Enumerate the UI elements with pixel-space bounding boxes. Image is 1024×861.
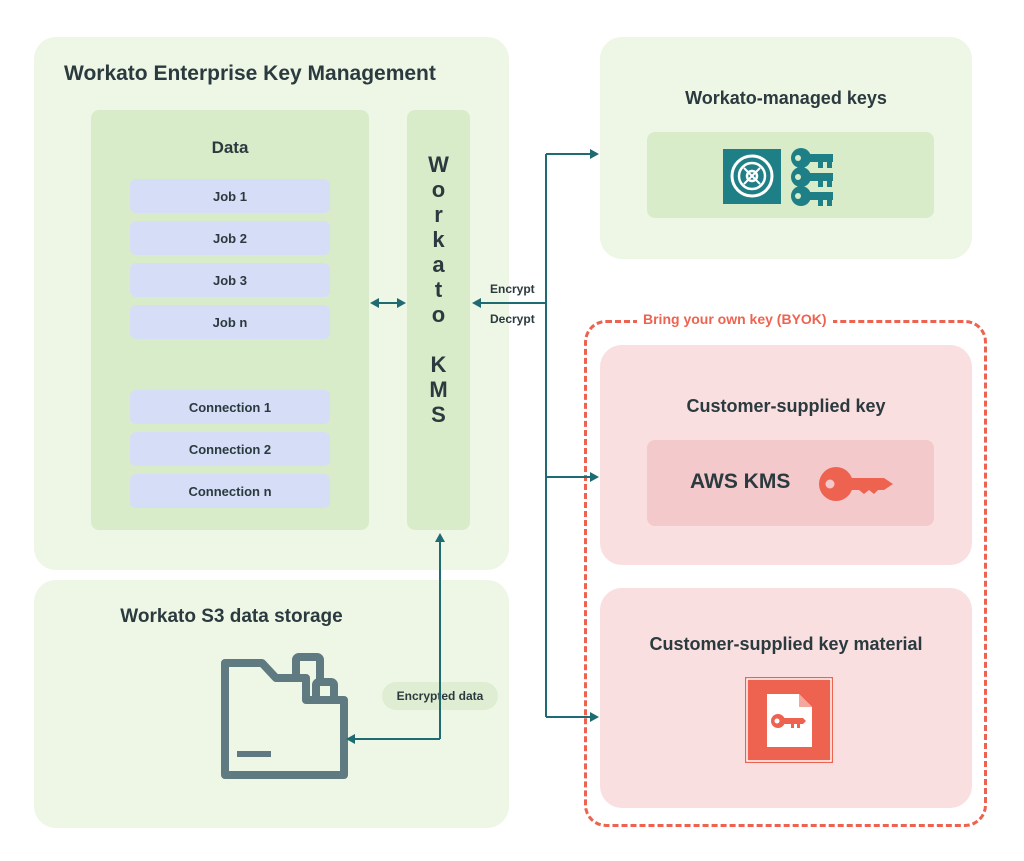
storage-title: Workato S3 data storage [120, 606, 343, 627]
encrypted-data-label: Encrypted data [382, 682, 498, 710]
kms-letter: r [434, 202, 443, 227]
connection-item: Connection 2 [130, 432, 330, 466]
kms-label: W o r k a t o K M S [407, 152, 470, 427]
decrypt-label: Decrypt [490, 312, 535, 326]
connection-item: Connection n [130, 474, 330, 508]
managed-keys-inner [647, 132, 934, 218]
aws-kms-label: AWS KMS [690, 470, 791, 493]
connection-item: Connection 1 [130, 390, 330, 424]
kms-letter: o [431, 302, 446, 327]
job-item: Job 2 [130, 221, 330, 255]
byok-title: Bring your own key (BYOK) [637, 311, 833, 327]
customer-key-title: Customer-supplied key [686, 396, 886, 416]
encrypt-label: Encrypt [490, 282, 535, 296]
kms-column [407, 110, 470, 530]
job-item: Job n [130, 305, 330, 339]
key-material-title: Customer-supplied key material [649, 634, 923, 654]
kms-letter: M [429, 377, 448, 402]
kms-letter: W [428, 152, 449, 177]
data-title: Data [211, 138, 249, 157]
kms-letter: k [432, 227, 445, 252]
kms-letter: a [432, 252, 445, 277]
kms-letter: K [430, 352, 447, 377]
ekm-title: Workato Enterprise Key Management [64, 62, 436, 85]
job-item: Job 1 [130, 179, 330, 213]
kms-letter [407, 327, 470, 352]
key-material-panel [600, 588, 972, 808]
kms-letter: S [431, 402, 446, 427]
kms-letter: o [431, 177, 446, 202]
managed-keys-title: Workato-managed keys [685, 88, 887, 108]
job-item: Job 3 [130, 263, 330, 297]
kms-letter: t [434, 277, 443, 302]
